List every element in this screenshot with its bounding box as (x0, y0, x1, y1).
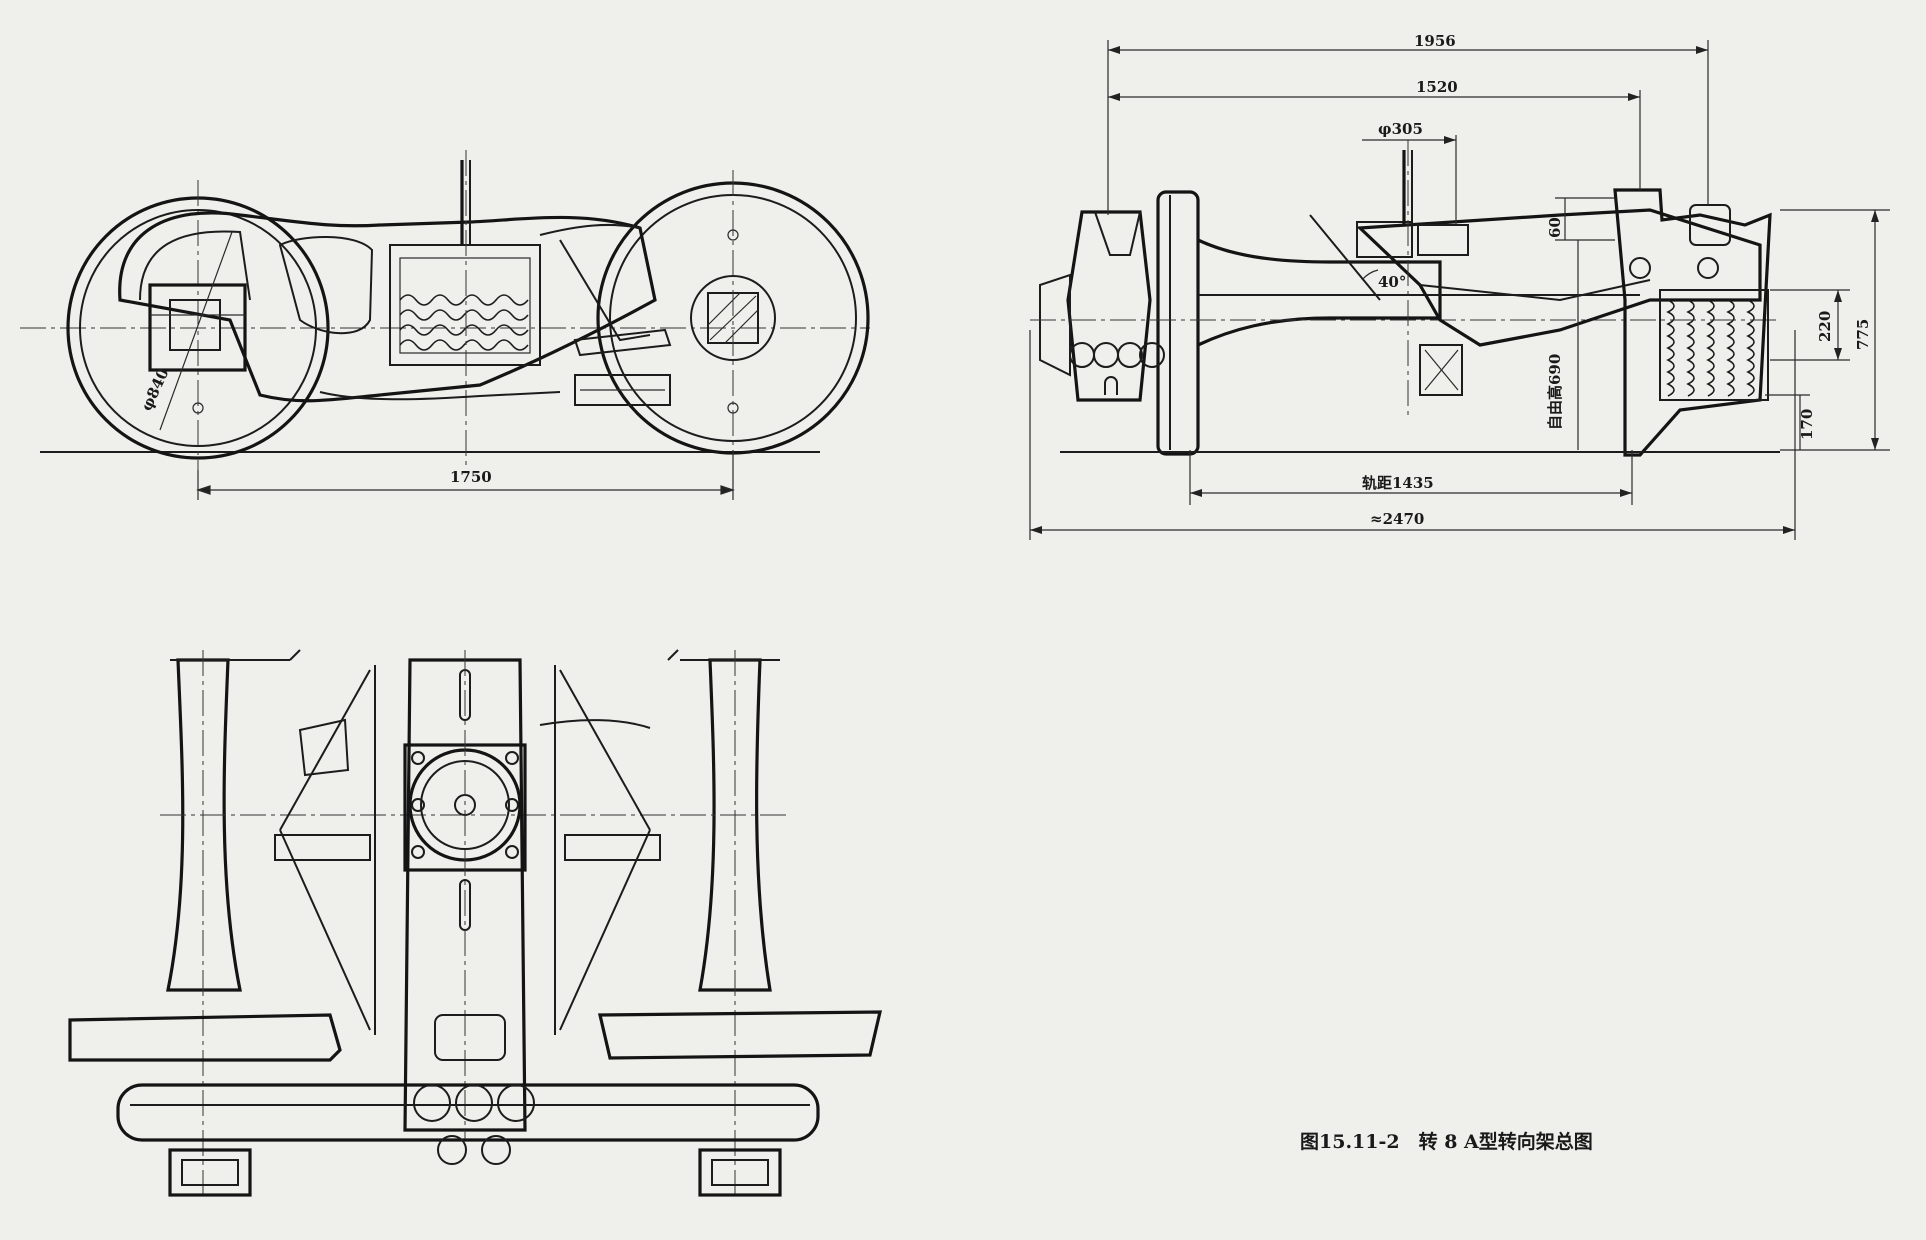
brake-rigging (539, 223, 672, 406)
end-wheel (1156, 190, 1200, 456)
dim-220: 220 (1770, 289, 1850, 361)
right-wheel (596, 170, 870, 470)
overall-length-dimension: ≈2470 (1029, 330, 1796, 540)
wheelbase-dimension: 1750 (196, 450, 735, 500)
left-axle-box (148, 283, 247, 372)
dim-60-label: 60 (1546, 217, 1564, 238)
plan-right-axle-half (698, 658, 772, 992)
dim-170: 170 (1765, 394, 1816, 450)
center-plate (1356, 140, 1413, 420)
plan-side-frame (68, 1010, 883, 1165)
end-spring-nest (1613, 188, 1772, 457)
dim-60: 60 (1546, 197, 1615, 241)
wheelbase-label: 1750 (450, 468, 492, 486)
end-axle-box (1039, 210, 1165, 402)
side-frame (118, 211, 657, 403)
end-elevation-view: 40° 1956 1520 φ305 (1029, 32, 1890, 540)
figure-caption: 图15.11-2 转 8 A型转向架总图 (1300, 1130, 1593, 1153)
axle (1197, 238, 1442, 347)
dim-775: 775 (1780, 209, 1890, 451)
free-height-label: 自由高690 (1546, 354, 1564, 430)
plan-bolster (403, 650, 527, 1140)
overall-length-label: ≈2470 (1370, 510, 1424, 528)
angle-label: 40° (1378, 273, 1406, 291)
wheel-diameter-label: φ840 (137, 365, 172, 413)
width-1956-label: 1956 (1414, 32, 1456, 50)
plan-left-axle-half (166, 658, 242, 992)
side-bearing (1417, 224, 1469, 396)
span-1520-label: 1520 (1416, 78, 1458, 96)
plan-axle-boxes (168, 1148, 782, 1197)
dim-220-label: 220 (1816, 311, 1834, 342)
dim-170-label: 170 (1798, 409, 1816, 440)
span-1520-dimension: 1520 (1108, 78, 1641, 190)
gauge-dimension: 轨距1435 (1189, 450, 1633, 505)
spring-group (389, 244, 541, 366)
plan-brake-beams (274, 665, 661, 1035)
angle-indicator: 40° (1309, 214, 1406, 301)
plate-305-label: φ305 (1378, 120, 1423, 138)
vertical-rod (460, 150, 471, 470)
side-elevation-view: 1750 φ840 (20, 150, 870, 500)
free-height-dimension: 自由高690 (1546, 240, 1579, 450)
plate-305-dimension: φ305 (1362, 120, 1457, 225)
tie-bar (319, 391, 561, 401)
dim-775-label: 775 (1854, 319, 1872, 350)
width-1956-dimension: 1956 (1107, 32, 1709, 215)
plan-view (68, 649, 883, 1200)
bolster (1356, 208, 1762, 347)
frame-window (278, 236, 374, 335)
gauge-label: 轨距1435 (1362, 474, 1434, 492)
